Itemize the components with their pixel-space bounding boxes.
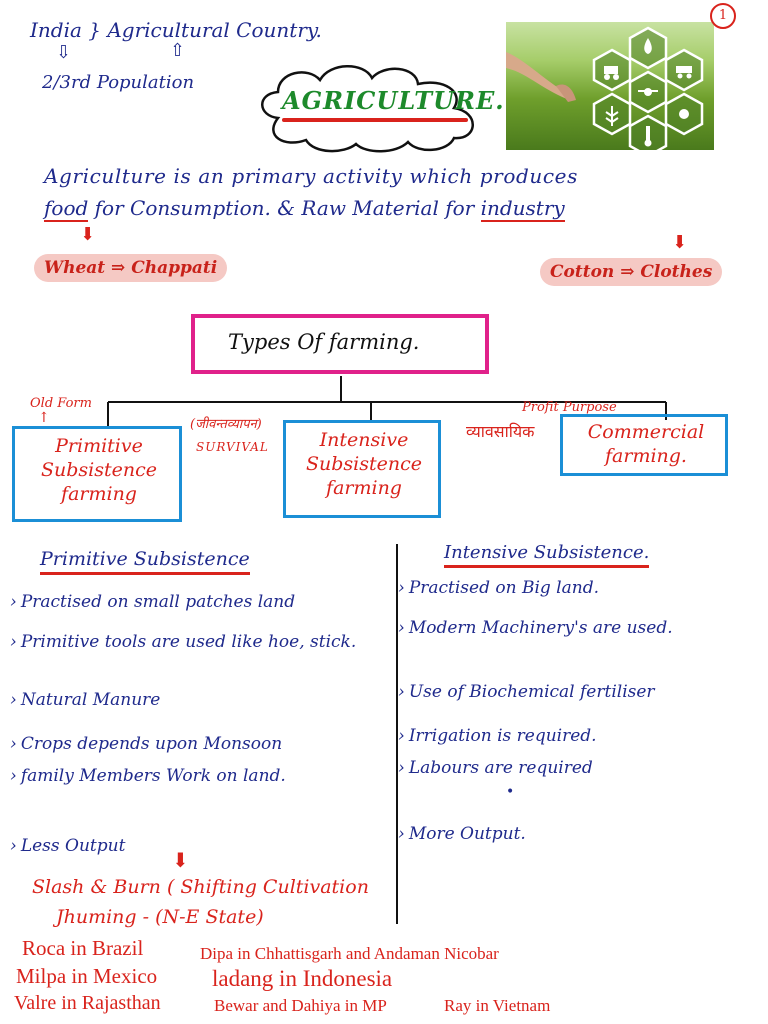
page-number-badge: 1	[710, 3, 736, 29]
shifting-line-1: Slash & Burn ( Shifting Cultivation	[32, 876, 369, 898]
agriculture-tech-image	[506, 22, 714, 150]
profit-purpose-note: Profit Purpose	[522, 400, 617, 415]
types-title: Types Of farming.	[228, 330, 420, 354]
intensive-item-5: ›Labours are required	[398, 758, 593, 778]
old-form-note: Old Form	[30, 396, 92, 411]
arrow-up-icon: ⇧	[170, 40, 186, 61]
primitive-item-4: ›Crops depends upon Monsoon	[10, 734, 283, 754]
arrow-down-red-icon: ⬇	[172, 848, 189, 872]
definition-middle: for Consumption. & Raw Material for	[94, 196, 475, 220]
arrow-down-left-icon: ⬇	[80, 224, 96, 245]
intensive-item-3: ›Use of Biochemical fertiliser	[398, 682, 655, 702]
commercial-farming-label: Commercial farming.	[587, 421, 705, 467]
intensive-farming-label: Intensive Subsistence farming	[306, 429, 422, 499]
arrow-down-right-icon: ⬇	[672, 232, 688, 253]
arrow-down-icon: ⇩	[56, 42, 72, 63]
survival-hindi-note: (जीवन्तव्यापन)	[190, 417, 262, 432]
primitive-item-6: ›Less Output	[10, 836, 126, 856]
ladang-indonesia: ladang in Indonesia	[212, 966, 393, 991]
primitive-farming-box	[12, 426, 182, 522]
example-right-pill: Cotton ⇒ Clothes	[540, 258, 723, 286]
title-underline	[282, 118, 468, 122]
intensive-item-4: ›Irrigation is required.	[398, 726, 597, 746]
intensive-farming-box	[283, 420, 441, 518]
dot-mark: •	[506, 784, 515, 800]
intensive-item-6: ›More Output.	[398, 824, 526, 844]
header-line-2: 2/3rd Population	[42, 72, 195, 93]
primitive-farming-label: Primitive Subsistence farming	[41, 435, 157, 505]
types-of-farming-box	[191, 314, 489, 374]
dipa-chhattisgarh: Dipa in Chhattisgarh and Andaman Nicobar	[200, 944, 499, 963]
survival-note: SURVIVAL	[196, 440, 269, 454]
definition-industry: industry	[480, 196, 565, 222]
definition-line-2: food for Consumption. & Raw Material for…	[44, 196, 565, 222]
primitive-item-1: ›Practised on small patches land	[10, 592, 296, 612]
primitive-item-2: ›Primitive tools are used like hoe, stic…	[10, 632, 357, 652]
primitive-item-5: ›family Members Work on land.	[10, 766, 286, 786]
commercial-hindi-note: व्यावसायिक	[466, 422, 535, 441]
shifting-line-2: Jhuming - (N-E State)	[56, 906, 264, 928]
column-divider	[396, 544, 398, 924]
arrow-up-small-icon: ↑	[38, 410, 50, 426]
page-title: AGRICULTURE.	[282, 86, 505, 115]
ray-vietnam: Ray in Vietnam	[444, 996, 551, 1015]
roca-brazil: Roca in Brazil	[22, 936, 144, 960]
milpa-mexico: Milpa in Mexico	[16, 964, 158, 988]
cloud-icon	[261, 65, 474, 153]
intensive-item-1: ›Practised on Big land.	[398, 578, 599, 598]
intensive-heading: Intensive Subsistence.	[444, 542, 650, 568]
commercial-farming-box	[560, 414, 728, 476]
tree-connector-lines	[107, 376, 667, 426]
definition-food: food	[44, 196, 89, 222]
intensive-item-2: ›Modern Machinery's are used.	[398, 618, 673, 638]
primitive-item-3: ›Natural Manure	[10, 690, 161, 710]
primitive-heading: Primitive Subsistence	[40, 548, 250, 575]
valre-rajasthan: Valre in Rajasthan	[14, 992, 161, 1014]
definition-line-1: Agriculture is an primary activity which…	[44, 164, 578, 188]
bewar-dahiya-mp: Bewar and Dahiya in MP	[214, 996, 387, 1015]
header-line-1: India } Agricultural Country.	[30, 18, 322, 42]
example-left-pill: Wheat ⇒ Chappati	[34, 254, 228, 282]
